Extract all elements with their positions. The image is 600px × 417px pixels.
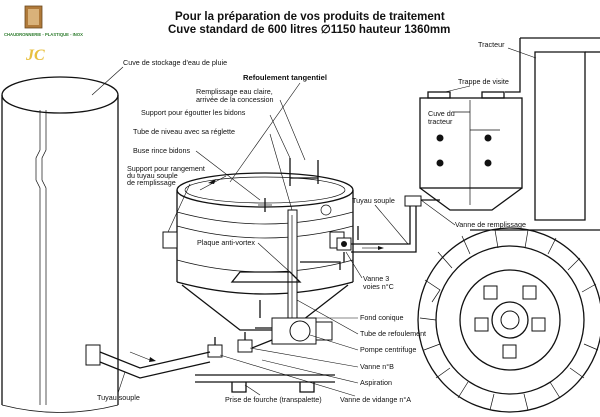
label-pompe-centrifuge: Pompe centrifuge	[360, 345, 416, 354]
label-tube-niveau: Tube de niveau avec sa réglette	[133, 127, 235, 136]
leader-trappe	[444, 85, 471, 93]
leader-tube-refoulement	[296, 299, 359, 335]
leader-vanne-vidange	[219, 354, 356, 397]
tractor-tank	[419, 91, 523, 211]
tractor-wheel	[417, 227, 600, 413]
label-tuyau-souple-left: Tuyau souple	[97, 393, 140, 402]
leader-tuyau-right	[374, 204, 409, 245]
leader-cuve-stockage	[91, 66, 124, 96]
label-remplissage-1: Remplissage eau claire,	[196, 87, 273, 96]
pipe-to-tractor	[400, 195, 440, 253]
leader-aspiration	[261, 359, 359, 384]
leader-tube-niveau	[269, 133, 293, 211]
anti-vortex-plate	[230, 271, 302, 283]
centrifugal-pump	[255, 300, 333, 345]
label-vanne-vidange: Vanne de vidange n°A	[340, 395, 411, 404]
rainwater-tank	[1, 76, 119, 413]
title-line2: Cuve standard de 600 litres ∅1150 hauteu…	[168, 24, 450, 36]
leader-anti-vortex	[257, 242, 291, 273]
leader-support-rangement	[167, 183, 191, 233]
logo-monogram: JC	[25, 47, 45, 64]
valve-a	[207, 337, 223, 358]
label-aspiration: Aspiration	[360, 378, 392, 387]
leader-prise-fourche	[244, 384, 261, 396]
label-tube-refoulement: Tube de refoulement	[360, 329, 426, 338]
level-tube	[287, 209, 298, 329]
label-support-rangement-3: de remplissage	[127, 178, 176, 187]
bidon-supports	[258, 158, 319, 212]
leader-remplissage	[279, 99, 306, 161]
label-vanne-b: Vanne n°B	[360, 362, 394, 371]
label-cuve-tracteur-2: tracteur	[428, 117, 453, 126]
valve-b	[237, 332, 253, 353]
label-cuve-tracteur-1: Cuve du	[428, 109, 455, 118]
label-remplissage-2: arrivée de la concession	[196, 95, 274, 104]
leader-vanne-b	[249, 347, 359, 368]
company-logo: CHAUDRONNERIE - PLASTIQUE - INOX JC	[4, 5, 83, 64]
preparation-tank	[162, 172, 354, 331]
tractor	[470, 37, 600, 231]
valve-c	[336, 226, 400, 262]
label-prise-fourche: Prise de fourche (transpalette)	[225, 395, 322, 404]
leader-tuyau-left	[117, 371, 126, 394]
title-line1: Pour la préparation de vos produits de t…	[175, 11, 445, 23]
label-vanne3-1: Vanne 3	[363, 274, 389, 283]
label-support-rangement-2: du tuyau souple	[127, 171, 178, 180]
leader-buse-rince	[195, 150, 261, 201]
discharge-tube	[300, 261, 341, 270]
logo-text: CHAUDRONNERIE - PLASTIQUE - INOX	[4, 32, 83, 37]
leader-vanne-remplissage	[420, 199, 456, 226]
label-support-egoutter: Support pour égoutter les bidons	[141, 108, 246, 117]
leader-refoulement	[229, 82, 301, 183]
leader-support-egoutter	[269, 114, 291, 159]
label-refoulement-tangentiel: Refoulement tangentiel	[243, 73, 327, 82]
label-buse-rince: Buse rince bidons	[133, 146, 191, 155]
pallet-base	[195, 374, 335, 393]
label-cuve-stockage: Cuve de stockage d'eau de pluie	[123, 58, 227, 67]
label-trappe-visite: Trappe de visite	[458, 77, 509, 86]
label-support-rangement-1: Support pour rangement	[127, 164, 205, 173]
leader-pompe	[309, 334, 359, 351]
suction-hose	[85, 339, 273, 379]
label-fond-conique: Fond conique	[360, 313, 404, 322]
label-vanne3-2: voies n°C	[363, 282, 394, 291]
label-tuyau-souple-right: Tuyau souple	[352, 196, 395, 205]
leader-tracteur	[507, 47, 537, 59]
leader-vanne3	[345, 251, 363, 279]
label-tracteur: Tracteur	[478, 40, 505, 49]
label-plaque-anti-vortex: Plaque anti-vortex	[197, 238, 255, 247]
label-vanne-remplissage: Vanne de remplissage	[455, 220, 526, 229]
